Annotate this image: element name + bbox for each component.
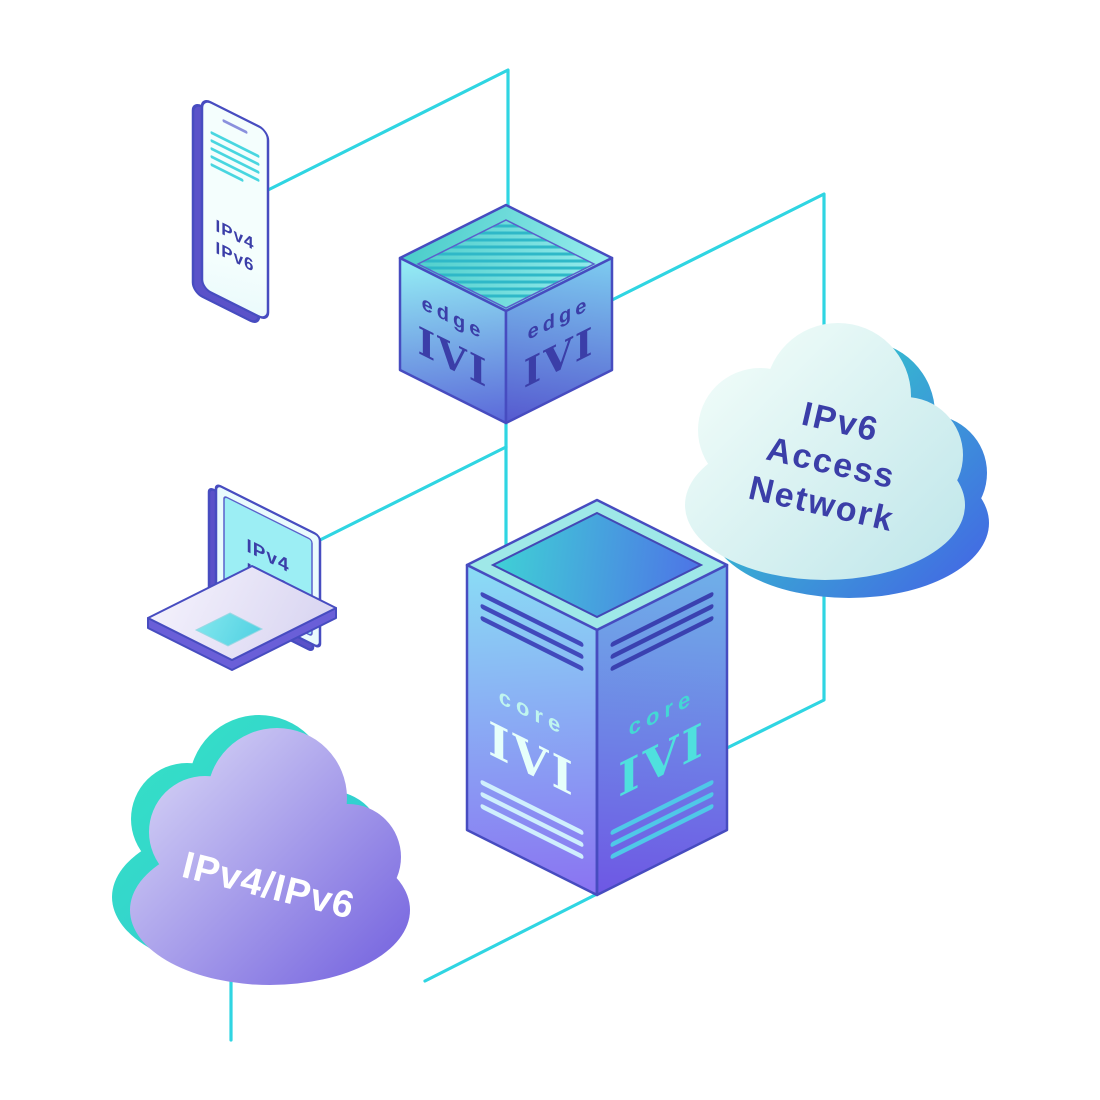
core-right-vent-lines-bottom — [610, 780, 714, 859]
ipv4-ipv6-cloud: IPv4/IPv6 — [112, 715, 410, 985]
laptop: IPv4 IPv6 — [147, 484, 337, 671]
smartphone: IPv4 IPv6 — [191, 100, 270, 323]
edge-cube-top-inner-border — [416, 219, 596, 309]
laptop-base-deck — [147, 565, 337, 661]
ipv6-access-network-cloud: IPv6 Access Network — [685, 323, 989, 598]
smartphone-body — [200, 100, 270, 319]
core-right-vent-lines-top — [610, 592, 714, 671]
core-left-vent-lines-top — [480, 592, 584, 671]
connection-line-phone-to-edge — [266, 68, 510, 207]
edge-cube-right-face — [504, 256, 614, 425]
edge-router-cube: edge IVI edge IVI — [398, 203, 614, 425]
smartphone-speaker-bar — [222, 119, 248, 134]
core-router-server: core IVI core IVI — [465, 498, 729, 897]
smartphone-screen-lines — [210, 131, 260, 182]
core-top-screen — [490, 511, 704, 619]
laptop-trackpad — [194, 612, 264, 647]
ipv4-cloud-front-layer — [130, 728, 410, 985]
core-left-vent-lines-bottom — [480, 780, 584, 859]
connection-line-core-to-ipv4cloud — [423, 892, 599, 983]
connection-line-laptop-to-core — [318, 445, 508, 542]
ipv6-cloud-front-layer — [685, 323, 965, 580]
